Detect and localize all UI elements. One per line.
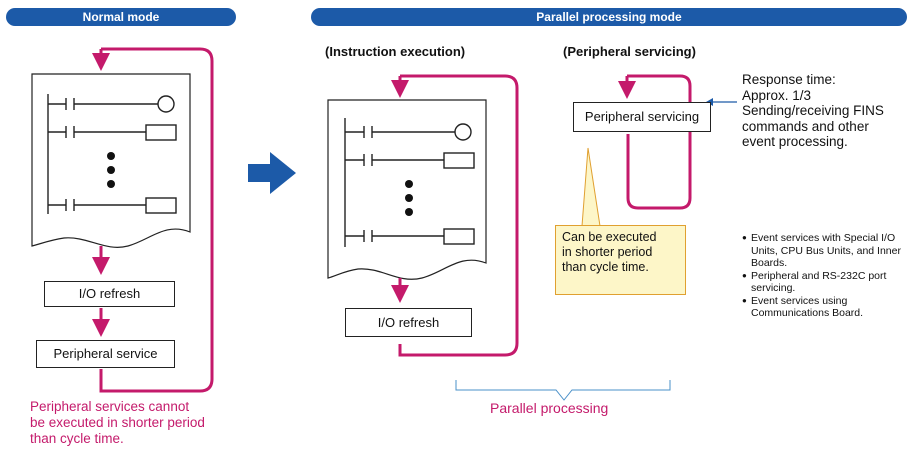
vertical-ellipsis-icon <box>107 152 115 188</box>
bullet-text: Event services using Communications Boar… <box>751 294 864 320</box>
cycle-loop <box>398 74 519 357</box>
io-refresh-label: I/O refresh <box>377 315 440 330</box>
peripheral-service-label: Peripheral service <box>53 346 158 361</box>
note-line: Can be executed <box>562 230 657 244</box>
normal-mode-caption: Peripheral services cannot be executed i… <box>30 399 205 447</box>
io-refresh-label: I/O refresh <box>78 286 141 301</box>
event-services-list: Event services with Special I/O Units, C… <box>742 232 911 320</box>
parallel-processing-label: Parallel processing <box>490 400 609 416</box>
instruction-box-icon <box>443 228 475 245</box>
parallel-mode-title: Parallel processing mode <box>536 10 682 24</box>
bullet-item: Event services with Special I/O Units, C… <box>742 232 911 270</box>
bullet-text: Peripheral and RS-232C port servicing. <box>751 269 887 295</box>
note-pointer <box>581 147 601 227</box>
instruction-box-icon <box>145 124 177 141</box>
caption-line: than cycle time. <box>30 431 124 446</box>
note-line: than cycle time. <box>562 260 649 274</box>
cycle-loop <box>99 47 214 393</box>
response-line: Approx. 1/3 <box>742 87 812 103</box>
io-refresh-box: I/O refresh <box>345 308 472 337</box>
normal-mode-banner: Normal mode <box>6 8 236 26</box>
peripheral-servicing-label: Peripheral servicing <box>584 109 700 124</box>
io-refresh-box: I/O refresh <box>44 281 175 307</box>
cycle-loop <box>626 74 692 210</box>
bullet-item: Peripheral and RS-232C port servicing. <box>742 270 911 295</box>
bullet-text: Event services with Special I/O Units, C… <box>751 232 901 269</box>
caption-line: Peripheral services cannot <box>30 399 190 414</box>
parallel-bracket <box>455 380 671 401</box>
peripheral-service-box: Peripheral service <box>36 340 175 368</box>
response-line: Sending/receiving FINS <box>742 103 884 118</box>
instruction-execution-heading: (Instruction execution) <box>325 44 466 59</box>
response-line: event processing. <box>742 134 848 149</box>
note-line: in shorter period <box>562 245 653 259</box>
peripheral-servicing-heading: (Peripheral servicing) <box>563 44 696 59</box>
ladder-program <box>47 94 158 214</box>
instruction-box-icon <box>145 197 177 214</box>
output-coil-icon <box>157 95 175 113</box>
response-line: commands and other <box>742 118 869 134</box>
bullet-item: Event services using Communications Boar… <box>742 295 911 320</box>
response-line: Response time: <box>742 72 836 87</box>
instruction-box-icon <box>443 152 475 169</box>
ladder-program <box>344 118 455 247</box>
right-arrow-icon <box>248 152 296 194</box>
response-time-text: Response time: Approx. 1/3 Sending/recei… <box>742 72 884 150</box>
parallel-mode-banner: Parallel processing mode <box>311 8 907 26</box>
output-coil-icon <box>454 123 472 141</box>
vertical-ellipsis-icon <box>405 180 413 216</box>
shorter-period-note: Can be executed in shorter period than c… <box>555 225 686 295</box>
caption-line: be executed in shorter period <box>30 415 205 430</box>
normal-mode-title: Normal mode <box>82 10 160 24</box>
peripheral-servicing-box: Peripheral servicing <box>573 102 711 132</box>
